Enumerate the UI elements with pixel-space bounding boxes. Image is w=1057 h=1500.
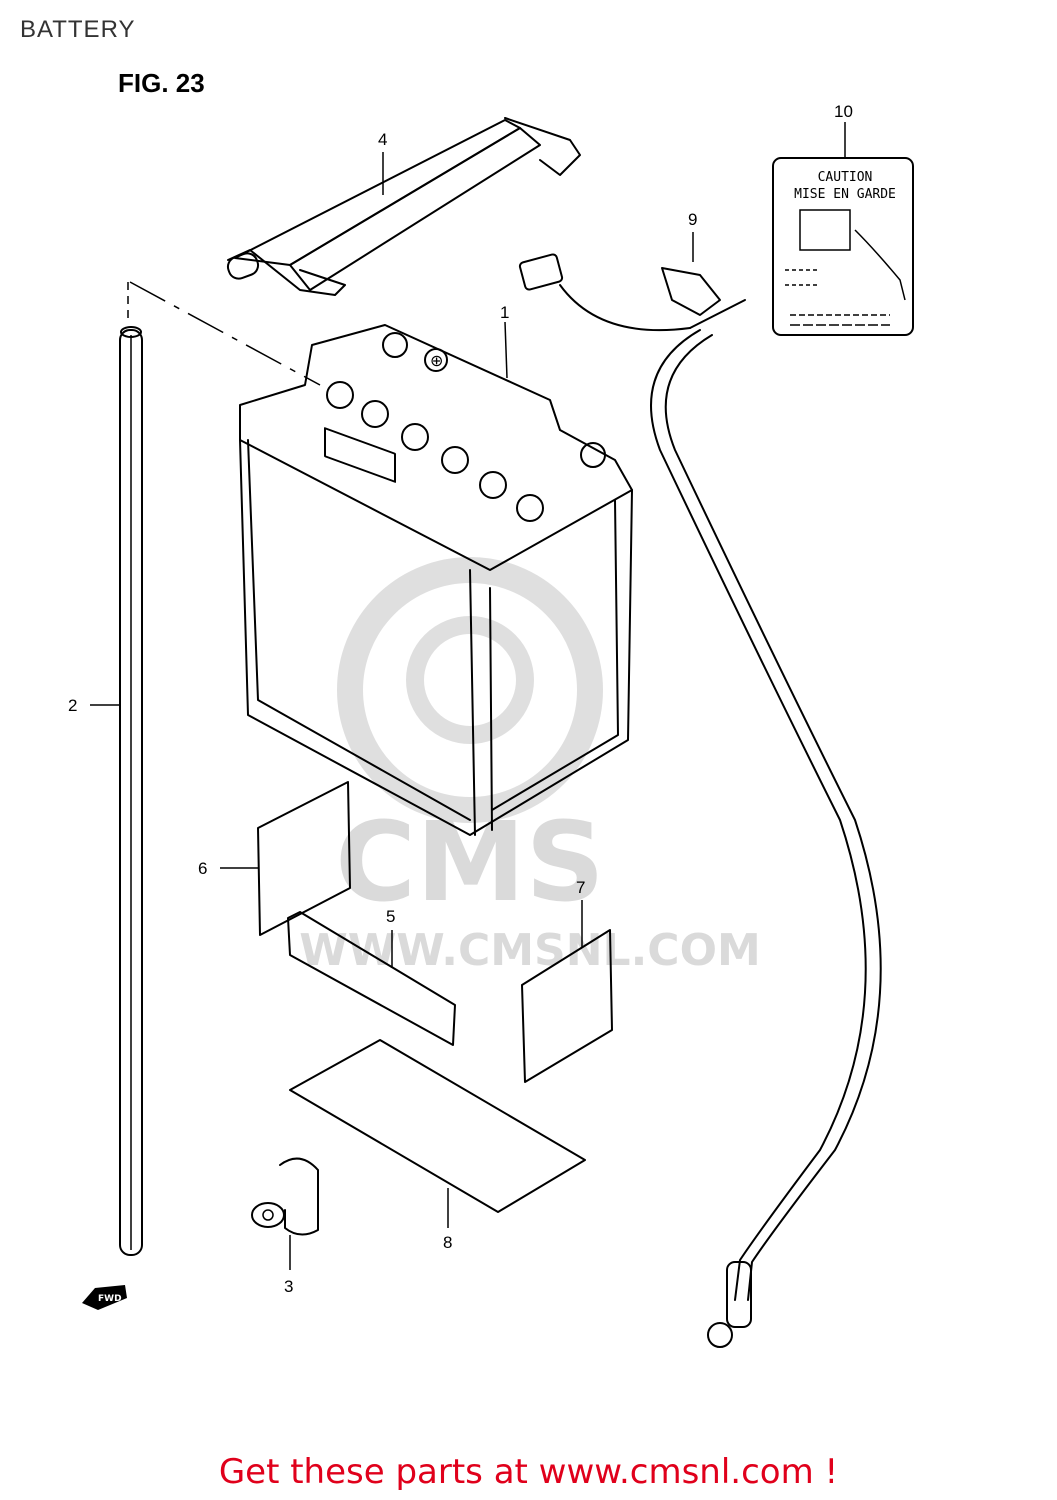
terminal-boot [726, 1261, 752, 1328]
parts-diagram: CMS WWW.CMSNL.COM ⊕ [68, 102, 914, 1348]
part-9-lead [518, 253, 746, 332]
part-3-clamp [251, 1157, 319, 1236]
part-8-mat [289, 1039, 586, 1213]
rod-leader-dashed [129, 281, 321, 386]
part-number-3: 3 [284, 1277, 293, 1296]
part-number-9: 9 [688, 210, 697, 229]
part-4-strap [226, 117, 581, 296]
figure-label: FIG. 23 [118, 68, 205, 98]
part-6-pad [257, 781, 351, 936]
page-title: BATTERY [20, 16, 136, 43]
battery-cable [650, 329, 867, 1301]
ring-terminal [707, 1322, 733, 1348]
terminal-positive [580, 442, 606, 468]
part-7-pad [521, 929, 613, 1083]
part-number-5: 5 [386, 907, 395, 926]
plus-symbol-icon: ⊕ [430, 351, 443, 370]
part-number-4: 4 [378, 130, 387, 149]
watermark-logo: CMS [335, 798, 604, 926]
fwd-label: FWD [98, 1294, 122, 1304]
battery-cable-inner [664, 334, 882, 1301]
terminal-negative [382, 332, 408, 358]
part-number-10: 10 [834, 102, 853, 121]
get-parts-link[interactable]: Get these parts at www.cmsnl.com ! [218, 1452, 839, 1492]
part-1-battery: ⊕ [239, 324, 633, 836]
fwd-arrow-icon: FWD [82, 1285, 127, 1310]
part-number-8: 8 [443, 1233, 452, 1252]
battery-vent-caps [326, 381, 544, 522]
part-number-7: 7 [576, 878, 585, 897]
part-number-1: 1 [500, 303, 509, 322]
caution-line2: MISE EN GARDE [794, 187, 896, 202]
part-number-6: 6 [198, 859, 207, 878]
watermark-url: WWW.CMSNL.COM [299, 925, 761, 976]
part-10-caution-label: CAUTION MISE EN GARDE [772, 157, 914, 336]
leader-lines [90, 122, 846, 1270]
terminal-plus-mark [424, 348, 448, 372]
part-2-rod [119, 326, 143, 1256]
part-number-2: 2 [68, 696, 77, 715]
part-5-strip [287, 911, 456, 1046]
watermark: CMS WWW.CMSNL.COM [299, 557, 761, 976]
caution-line1: CAUTION [818, 170, 873, 185]
